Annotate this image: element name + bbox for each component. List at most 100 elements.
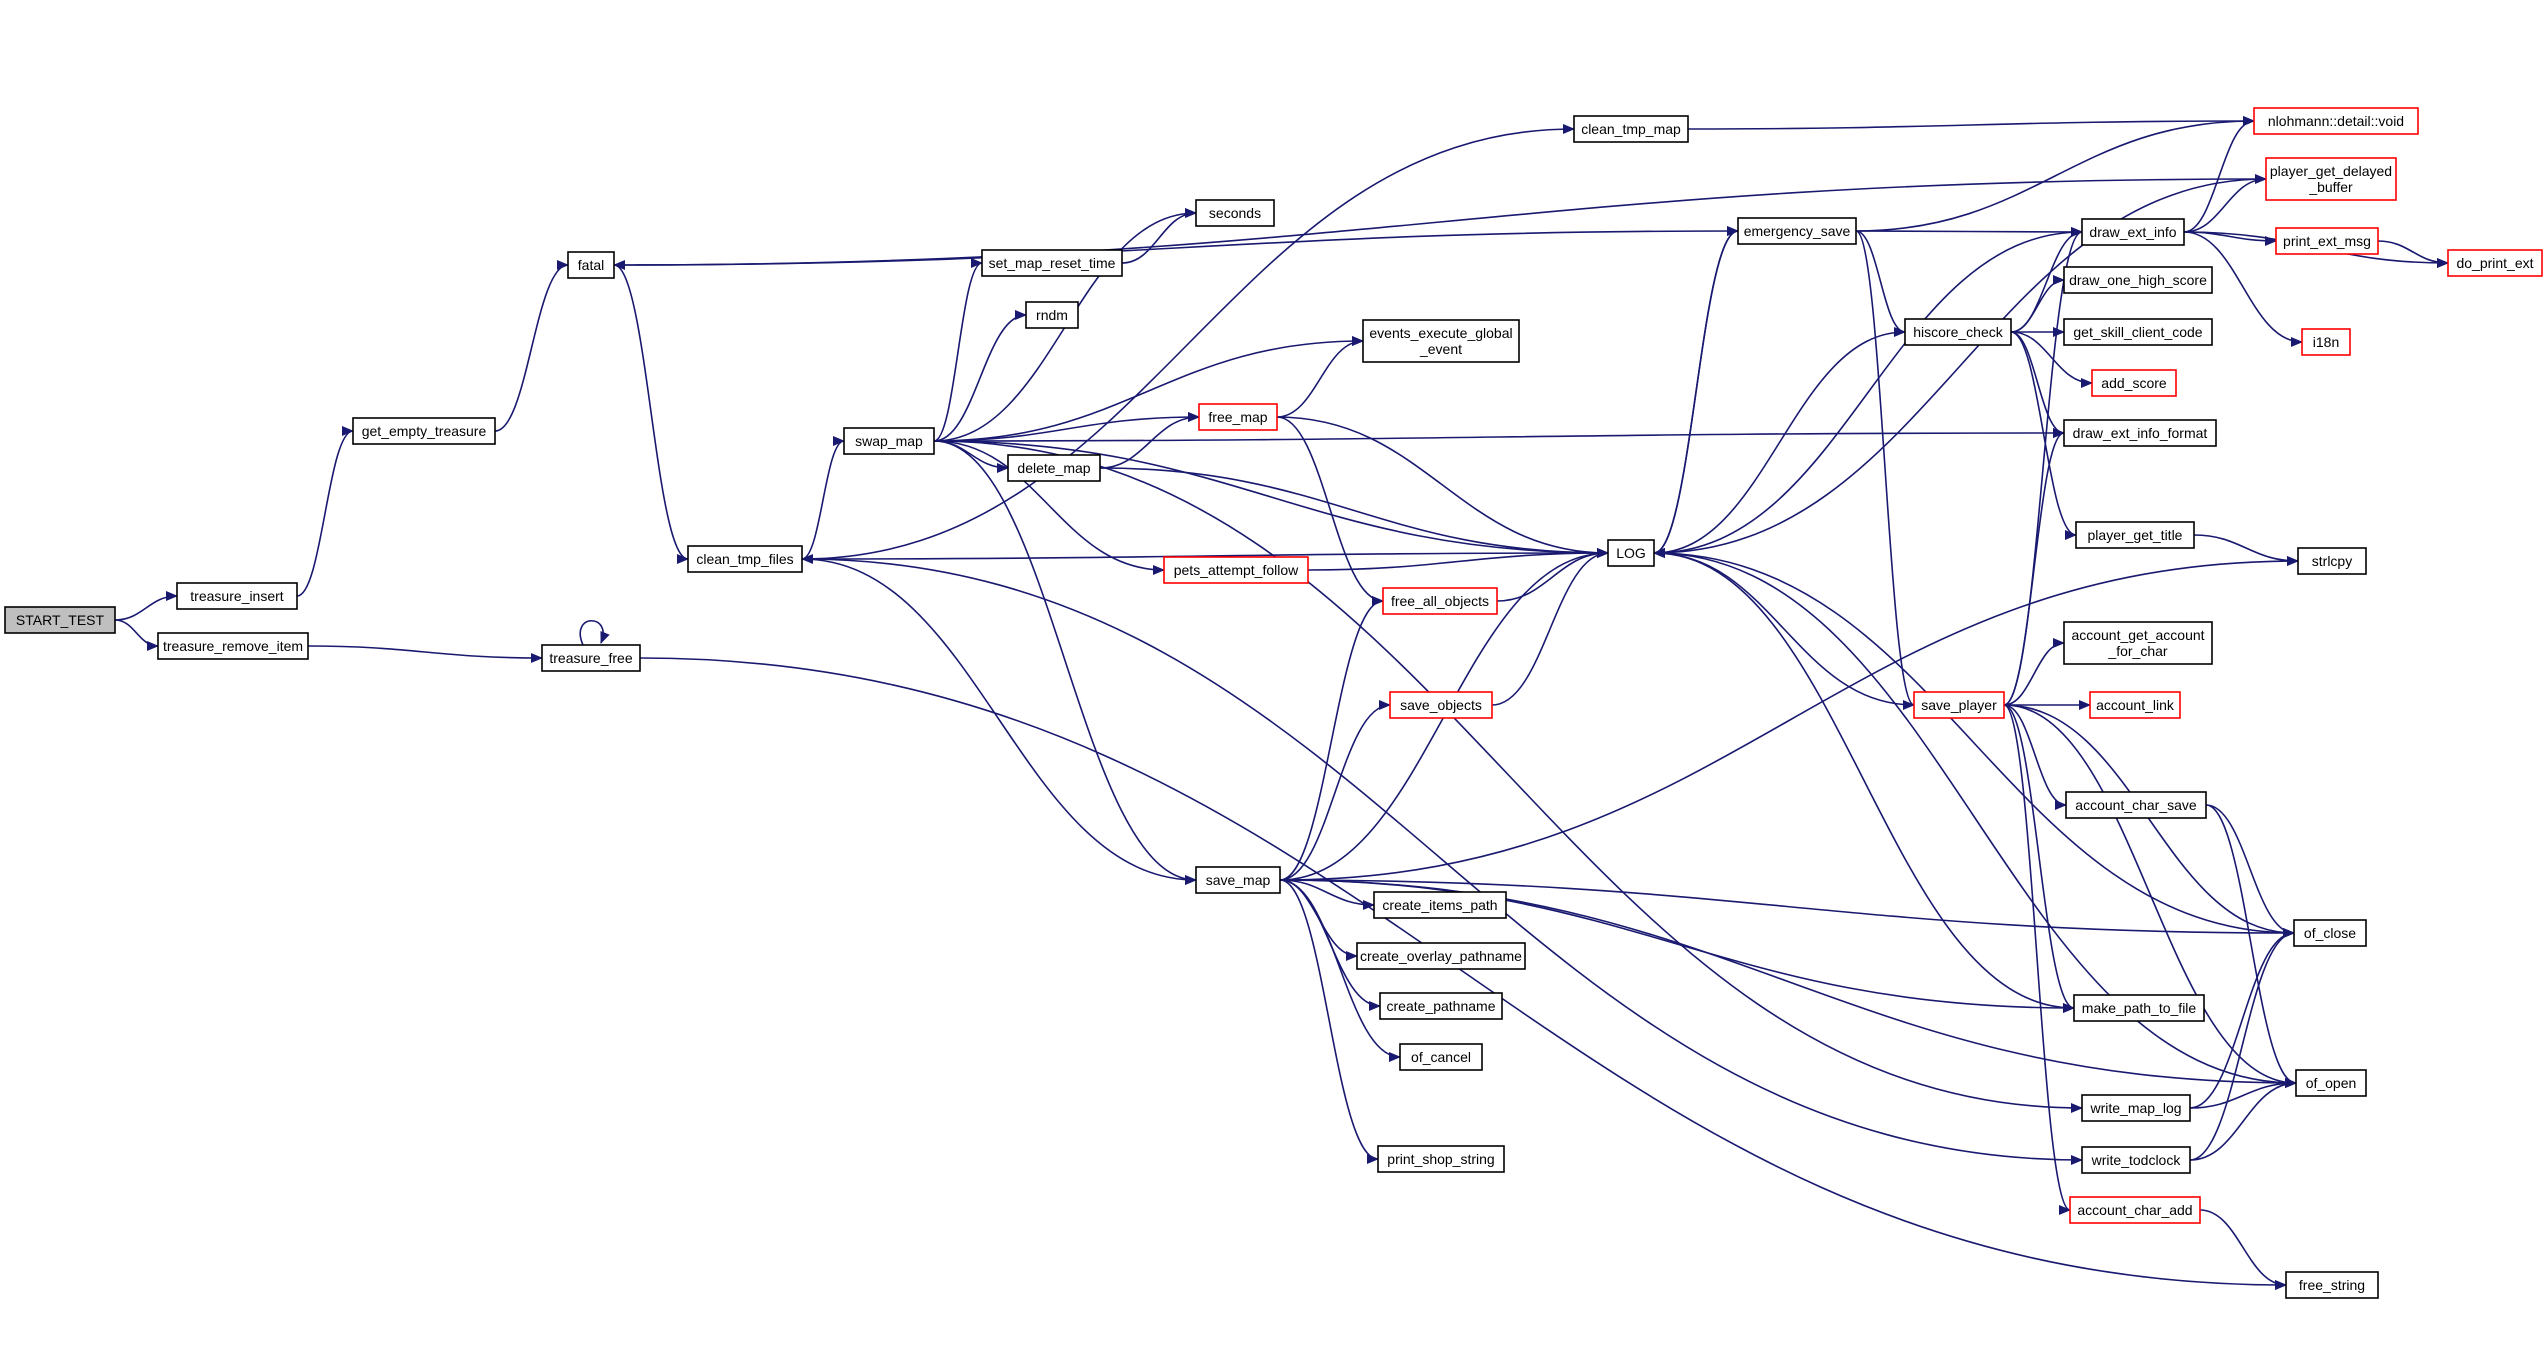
node-label: write_todclock (2091, 1152, 2182, 1168)
edge-save_map-to-free_all_objects (1279, 596, 1384, 881)
edge-hiscore_check-to-draw_ext_info_format (2010, 331, 2065, 438)
node-label: get_empty_treasure (362, 423, 487, 439)
node-create_overlay_pathname[interactable]: create_overlay_pathname (1356, 942, 1526, 970)
node-box (843, 427, 935, 455)
node-of_close[interactable]: of_close (2293, 919, 2367, 947)
node-label: draw_one_high_score (2069, 272, 2207, 288)
node-account_char_add[interactable]: account_char_add (2069, 1196, 2201, 1224)
node-events_execute_global_event[interactable]: events_execute_global_event (1362, 319, 1520, 363)
node-label: get_skill_client_code (2073, 324, 2202, 340)
node-save_map[interactable]: save_map (1195, 866, 1281, 894)
node-box (2063, 318, 2213, 346)
node-box (1025, 301, 1079, 329)
node-treasure_free[interactable]: treasure_free (541, 644, 641, 672)
node-start_test[interactable]: START_TEST (4, 606, 116, 634)
edge-free_map-to-events_execute_global_event (1276, 336, 1364, 418)
edge-emergency_save-to-nlohmann_detail_void (1855, 116, 2255, 232)
node-account_get_account_for_char[interactable]: account_get_account_for_char (2063, 621, 2213, 665)
node-box (2065, 791, 2207, 819)
node-label: of_cancel (1411, 1049, 1471, 1065)
edge-swap_map-to-save_map (933, 440, 1197, 885)
node-rndm[interactable]: rndm (1025, 301, 1079, 329)
node-create_items_path[interactable]: create_items_path (1373, 891, 1507, 919)
node-player_get_title[interactable]: player_get_title (2075, 521, 2195, 549)
node-label: create_items_path (1382, 897, 1497, 913)
node-save_objects[interactable]: save_objects (1389, 691, 1493, 719)
edge-clean_tmp_files-to-write_todclock (801, 558, 2083, 1165)
node-nlohmann_detail_void[interactable]: nlohmann::detail::void (2253, 107, 2419, 135)
node-box (1382, 587, 1498, 615)
node-write_todclock[interactable]: write_todclock (2081, 1146, 2191, 1174)
node-strlcpy[interactable]: strlcpy (2297, 547, 2367, 575)
node-write_map_log[interactable]: write_map_log (2081, 1094, 2191, 1122)
node-create_pathname[interactable]: create_pathname (1379, 992, 1503, 1020)
node-label: pets_attempt_follow (1174, 562, 1299, 578)
edge-hiscore_check-to-draw_one_high_score (2010, 275, 2065, 333)
node-box (2063, 419, 2217, 447)
node-treasure_insert[interactable]: treasure_insert (176, 582, 298, 610)
node-delete_map[interactable]: delete_map (1007, 454, 1101, 482)
edge-treasure_free-to-free_string (639, 657, 2287, 1290)
node-box (1607, 539, 1655, 567)
edge-save_player-to-account_char_add (2003, 704, 2071, 1215)
node-box (1389, 691, 1493, 719)
edge-account_char_save-to-of_close (2205, 804, 2295, 938)
node-hiscore_check[interactable]: hiscore_check (1904, 318, 2012, 346)
node-box (2081, 1146, 2191, 1174)
node-label: rndm (1036, 307, 1068, 323)
edge-free_map-to-free_all_objects (1276, 416, 1384, 606)
node-free_map[interactable]: free_map (1198, 403, 1278, 431)
node-get_skill_client_code[interactable]: get_skill_client_code (2063, 318, 2213, 346)
node-box (2091, 369, 2177, 397)
edge-set_map_reset_time-to-seconds (1121, 208, 1197, 264)
node-print_shop_string[interactable]: print_shop_string (1377, 1145, 1505, 1173)
node-clean_tmp_map[interactable]: clean_tmp_map (1573, 115, 1689, 143)
node-label: add_score (2101, 375, 2167, 391)
edge-clean_tmp_files-to-save_map (801, 558, 1197, 885)
node-free_all_objects[interactable]: free_all_objects (1382, 587, 1498, 615)
node-account_char_save[interactable]: account_char_save (2065, 791, 2207, 819)
edge-write_map_log-to-of_open (2189, 1078, 2297, 1109)
node-treasure_remove_item[interactable]: treasure_remove_item (157, 632, 309, 660)
node-free_string[interactable]: free_string (2285, 1271, 2379, 1299)
edge-save_player-to-draw_ext_info_format (2003, 428, 2065, 706)
edge-clean_tmp_files-to-swap_map (801, 436, 845, 560)
node-i18n[interactable]: i18n (2301, 328, 2351, 356)
node-box (2081, 1094, 2191, 1122)
node-fatal[interactable]: fatal (567, 251, 615, 279)
edge-clean_tmp_map-to-nlohmann_detail_void (1687, 116, 2255, 130)
node-do_print_ext[interactable]: do_print_ext (2447, 249, 2543, 277)
node-seconds[interactable]: seconds (1195, 199, 1275, 227)
node-box (1163, 556, 1309, 584)
node-get_empty_treasure[interactable]: get_empty_treasure (352, 417, 496, 445)
node-of_cancel[interactable]: of_cancel (1399, 1043, 1483, 1071)
node-make_path_to_file[interactable]: make_path_to_file (2073, 994, 2205, 1022)
node-label: treasure_remove_item (163, 638, 303, 654)
edge-save_map-to-of_cancel (1279, 879, 1401, 1062)
node-pets_attempt_follow[interactable]: pets_attempt_follow (1163, 556, 1309, 584)
node-print_ext_msg[interactable]: print_ext_msg (2275, 227, 2379, 255)
node-box (2081, 218, 2185, 246)
node-box (2063, 621, 2213, 665)
node-save_player[interactable]: save_player (1913, 691, 2005, 719)
node-draw_ext_info_format[interactable]: draw_ext_info_format (2063, 419, 2217, 447)
node-emergency_save[interactable]: emergency_save (1737, 217, 1857, 245)
node-account_link[interactable]: account_link (2089, 691, 2181, 719)
node-swap_map[interactable]: swap_map (843, 427, 935, 455)
node-of_open[interactable]: of_open (2295, 1069, 2367, 1097)
node-set_map_reset_time[interactable]: set_map_reset_time (981, 249, 1123, 277)
edge-delete_map-to-free_map (1099, 412, 1200, 469)
node-draw_ext_info[interactable]: draw_ext_info (2081, 218, 2185, 246)
node-label: create_pathname (1387, 998, 1496, 1014)
node-box (981, 249, 1123, 277)
edge-save_player-to-log (1653, 548, 1915, 706)
node-add_score[interactable]: add_score (2091, 369, 2177, 397)
node-player_get_delayed_buffer[interactable]: player_get_delayed_buffer (2265, 157, 2397, 201)
node-log[interactable]: LOG (1607, 539, 1655, 567)
node-draw_one_high_score[interactable]: draw_one_high_score (2063, 266, 2213, 294)
node-clean_tmp_files[interactable]: clean_tmp_files (687, 545, 803, 573)
node-box (2069, 1196, 2201, 1224)
edge-fatal-to-emergency_save (613, 226, 1739, 266)
node-label: save_player (1921, 697, 1997, 713)
